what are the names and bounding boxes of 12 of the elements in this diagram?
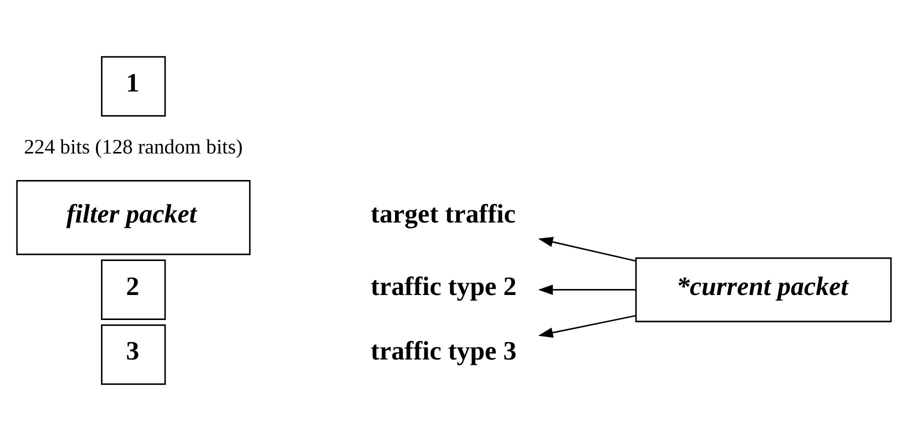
node-box: *current packet (635, 257, 892, 322)
node-text: traffic type 2 (370, 270, 516, 301)
node-box: 3 (100, 324, 166, 385)
node-box: 1 (100, 56, 166, 117)
node-text: traffic type 3 (370, 336, 516, 366)
node-text: target traffic (370, 198, 516, 229)
label: 224 bits (128 random bits) (24, 136, 243, 159)
arrow (538, 284, 636, 295)
node-box: 2 (100, 260, 166, 320)
arrow (538, 314, 636, 338)
node-box: filter packet (16, 180, 251, 256)
arrow (538, 236, 636, 262)
